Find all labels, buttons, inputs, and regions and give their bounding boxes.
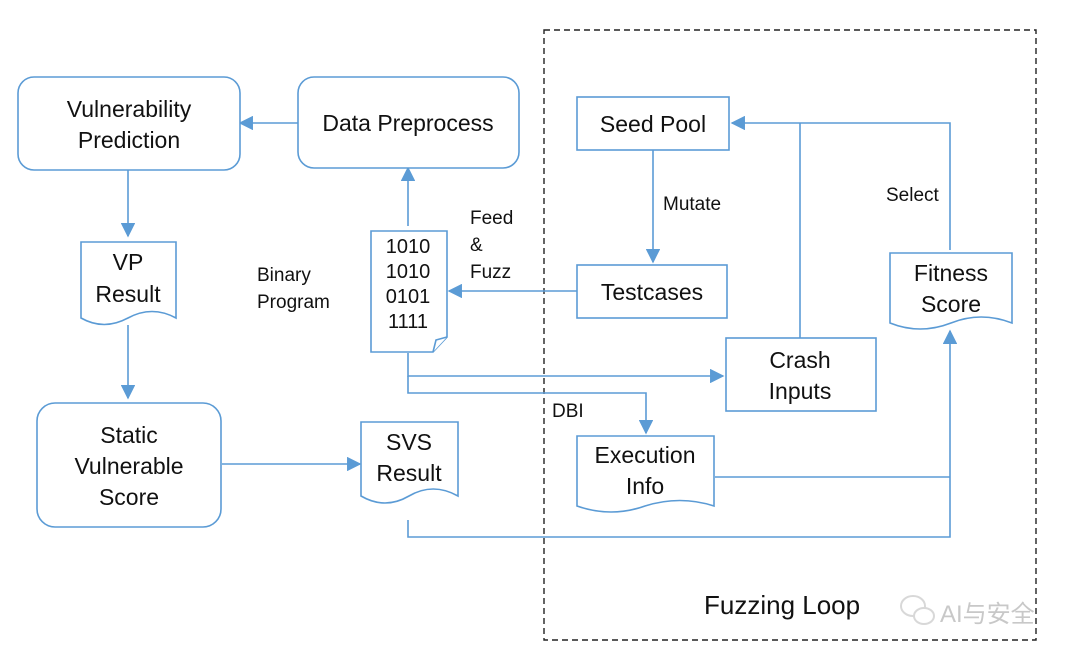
svs-result-line-1: SVS [386, 429, 432, 455]
binary-bits-3: 0101 [386, 286, 431, 308]
binary-program-label-line-2: Program [257, 292, 330, 313]
watermark: AI与安全 [900, 595, 1035, 628]
node-testcases: Testcases [576, 264, 728, 319]
watermark-text: AI与安全 [940, 601, 1035, 628]
vp-result-line-2: Result [95, 281, 161, 307]
binary-bits-1: 1010 [386, 236, 431, 258]
vulnerability-prediction-line-2: Prediction [78, 127, 180, 153]
testcases-label: Testcases [601, 279, 703, 305]
data-preprocess-label: Data Preprocess [322, 110, 493, 136]
crash-inputs-line-2: Inputs [769, 378, 832, 404]
node-execution-info: Execution Info [576, 435, 715, 513]
vp-result-line-1: VP [113, 249, 144, 275]
static-score-line-3: Score [99, 484, 159, 510]
binary-program-label-line-1: Binary [257, 265, 311, 286]
binary-bits-4: 1111 [388, 311, 428, 333]
edge-binary-to-execution-info [407, 376, 654, 435]
node-binary-program: 1010 1010 0101 1111 [370, 230, 448, 353]
select-label: Select [886, 185, 940, 206]
execution-info-line-1: Execution [594, 442, 695, 468]
fuzzing-loop-label: Fuzzing Loop [704, 590, 860, 620]
node-vulnerability-prediction: Vulnerability Prediction [17, 76, 241, 171]
feed-fuzz-label-line-3: Fuzz [470, 262, 511, 283]
static-score-line-1: Static [100, 422, 158, 448]
edge-svs-to-fitness [407, 329, 958, 538]
feed-fuzz-label-line-2: & [470, 235, 483, 256]
edge-select-to-seedpool [730, 115, 951, 250]
crash-inputs-line-1: Crash [769, 347, 830, 373]
edge-binary-to-crash-inputs [407, 353, 725, 384]
dbi-label: DBI [552, 401, 584, 422]
fuzzing-loop-region [543, 29, 1037, 641]
mutate-label: Mutate [663, 194, 721, 215]
feed-fuzz-label-line-1: Feed [470, 208, 513, 229]
wechat-icon [900, 595, 935, 625]
fitness-score-line-1: Fitness [914, 260, 988, 286]
node-crash-inputs: Crash Inputs [725, 337, 877, 412]
node-static-vulnerable-score: Static Vulnerable Score [36, 402, 222, 528]
node-vp-result: VP Result [80, 241, 177, 326]
vulnerability-prediction-line-1: Vulnerability [67, 96, 192, 122]
node-data-preprocess: Data Preprocess [297, 76, 520, 169]
node-seed-pool: Seed Pool [576, 96, 730, 151]
fitness-score-line-2: Score [921, 291, 981, 317]
static-score-line-2: Vulnerable [74, 453, 183, 479]
svs-result-line-2: Result [376, 460, 442, 486]
node-fitness-score: Fitness Score [889, 252, 1013, 330]
node-svs-result: SVS Result [360, 421, 459, 504]
execution-info-line-2: Info [626, 473, 664, 499]
edges [120, 115, 958, 538]
binary-bits-2: 1010 [386, 261, 431, 283]
seed-pool-label: Seed Pool [600, 111, 706, 137]
